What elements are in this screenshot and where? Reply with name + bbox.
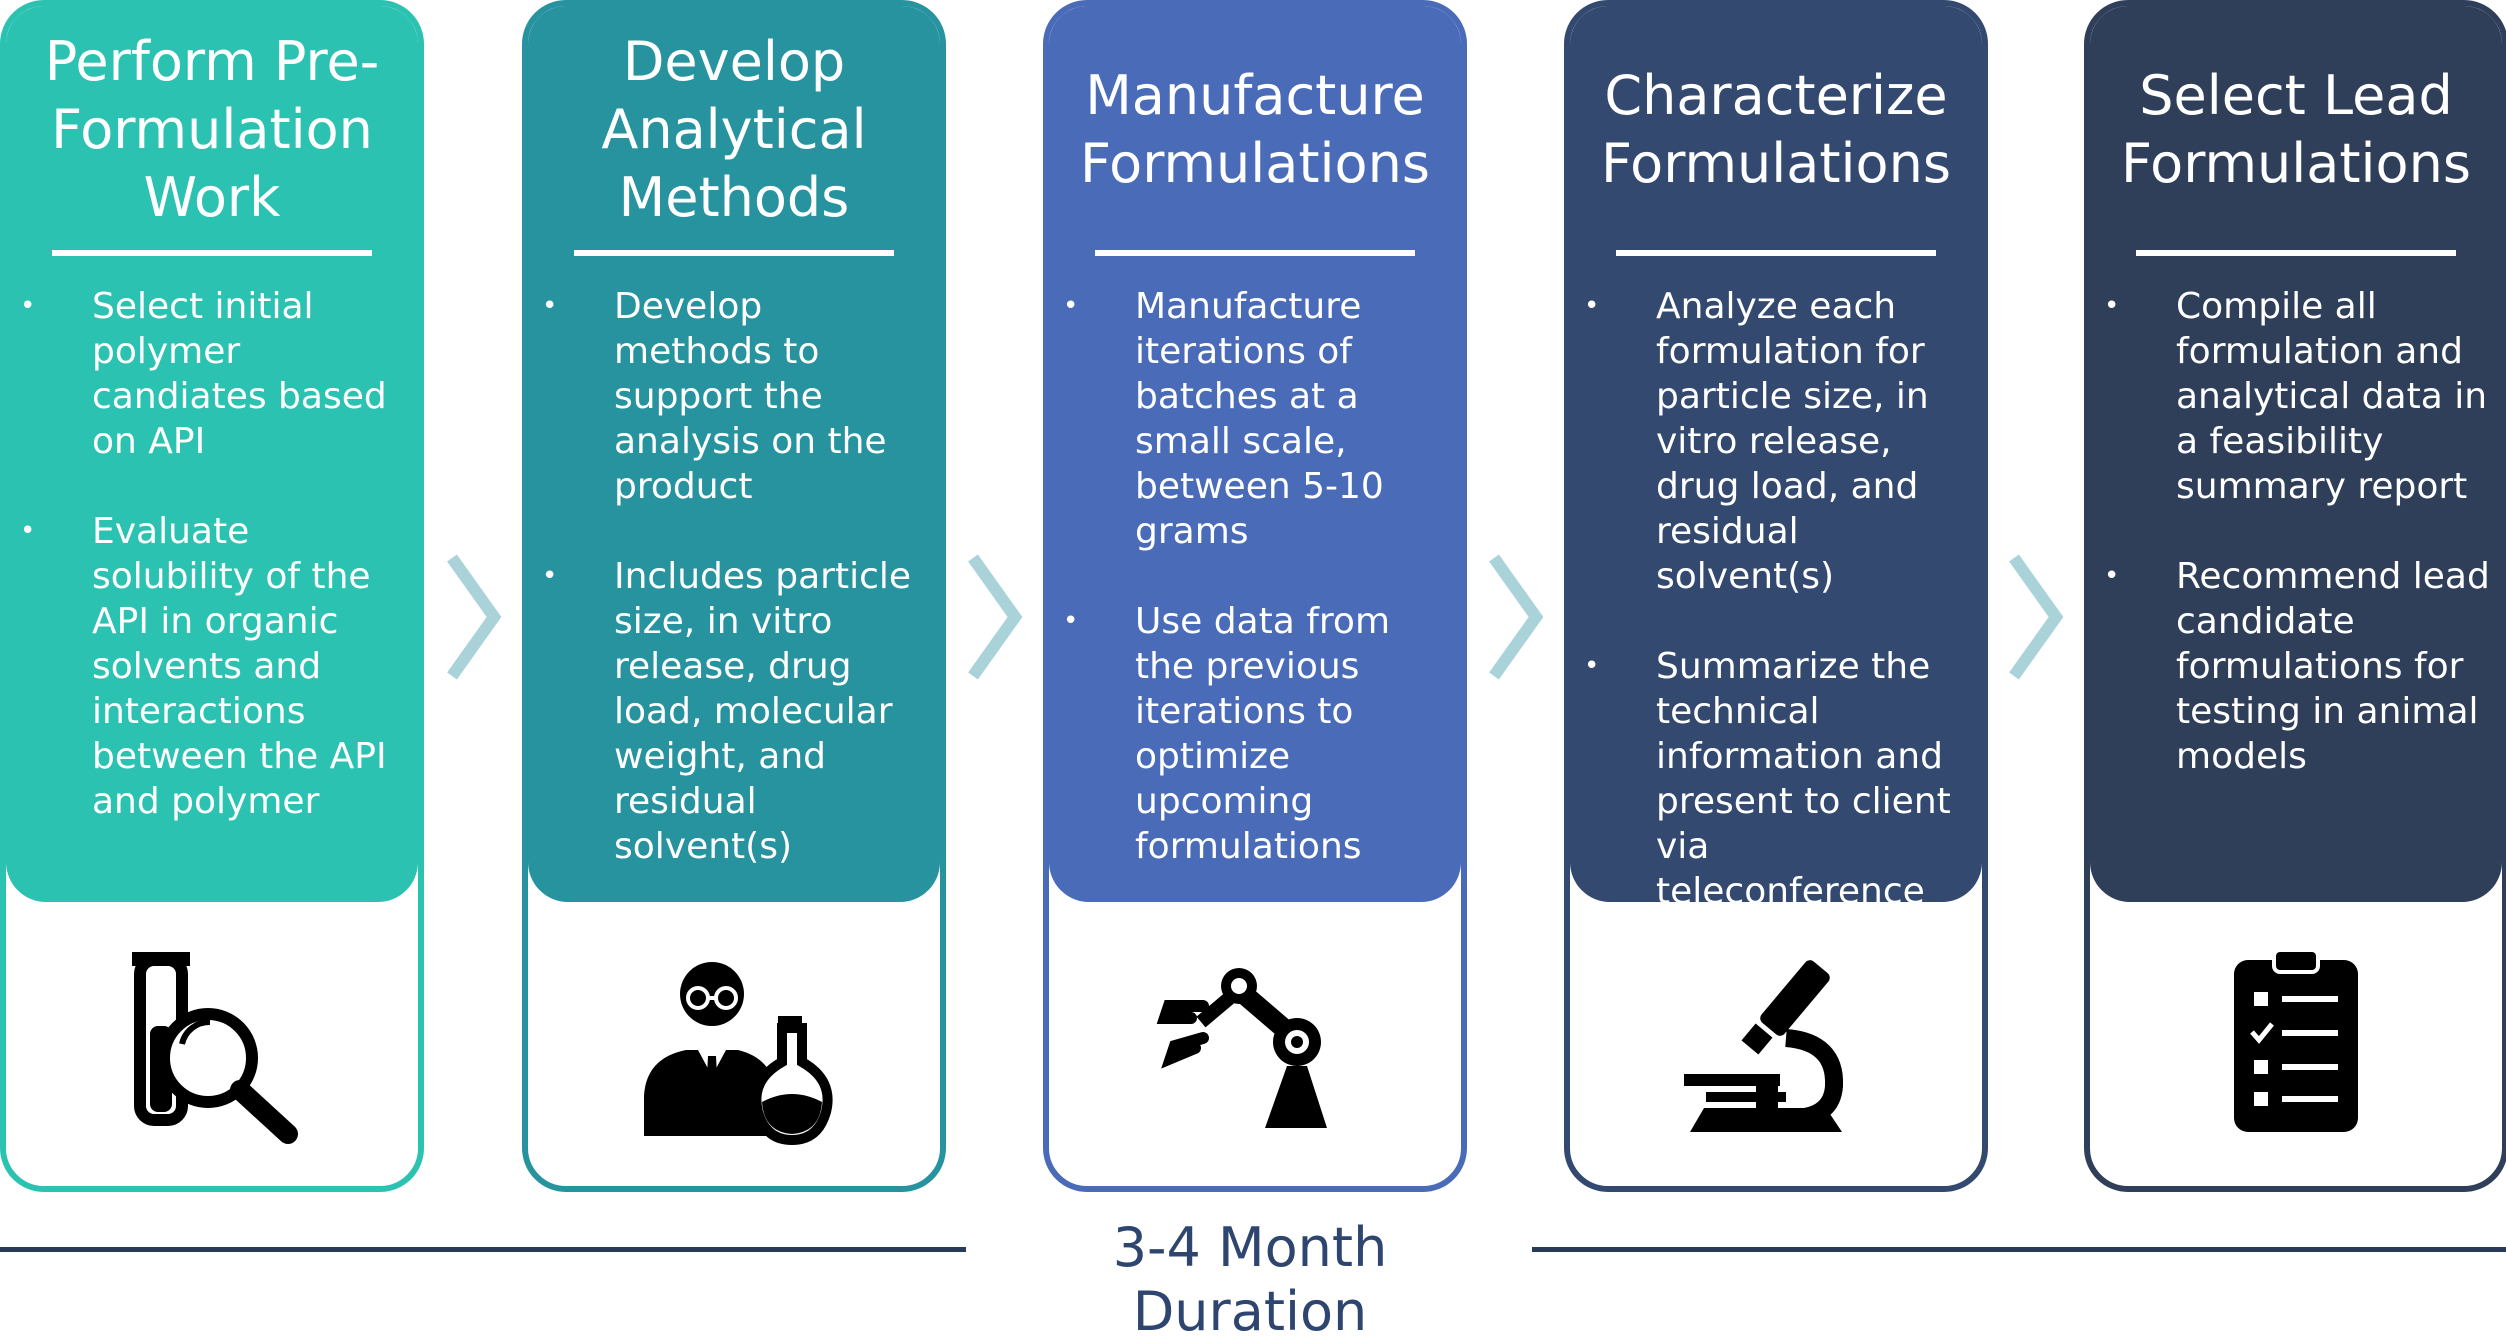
stage-manufacture: Manufacture Formulations Manufacture ite… [1043, 0, 1467, 1192]
stage-header: Perform Pre-Formulation Work Select init… [6, 6, 418, 902]
chevron-right-icon [2009, 554, 2064, 680]
stage-characterize: Characterize Formulations Analyze each f… [1564, 0, 1988, 1192]
duration-label: 3-4 Month Duration [1112, 1216, 1388, 1343]
stage-header: Characterize Formulations Analyze each f… [1570, 6, 1982, 912]
stage-analytical-methods: Develop Analytical Methods Develop metho… [522, 0, 946, 1192]
test-tube-magnifier-icon [6, 946, 418, 1146]
stage-title: Perform Pre-Formulation Work [44, 30, 380, 229]
stage-header: Manufacture Formulations Manufacture ite… [1049, 6, 1461, 902]
stage-title: Develop Analytical Methods [601, 30, 867, 229]
stage-header: Develop Analytical Methods Develop metho… [528, 6, 940, 902]
stage-title: Manufacture Formulations [1080, 64, 1430, 195]
bullet-list: Analyze each formulation for particle si… [1570, 284, 1982, 959]
bullet-list: Manufacture iterations of batches at a s… [1049, 284, 1461, 914]
scientist-flask-icon [528, 946, 940, 1146]
bullet-list: Develop methods to support the analysis … [528, 284, 940, 914]
bullet-item: Develop methods to support the analysis … [528, 284, 928, 509]
bullet-item: Analyze each formulation for particle si… [1570, 284, 1970, 599]
robotic-arm-icon [1049, 946, 1461, 1146]
bullet-item: Compile all formulation and analytical d… [2090, 284, 2490, 509]
chevron-right-icon [968, 554, 1023, 680]
title-divider [52, 250, 372, 256]
bullet-list: Compile all formulation and analytical d… [2090, 284, 2502, 824]
chevron-right-icon [447, 554, 502, 680]
stage-title: Select Lead Formulations [2121, 64, 2471, 195]
stage-select-lead: Select Lead Formulations Compile all for… [2084, 0, 2506, 1192]
timeline-line-left [0, 1247, 966, 1252]
bullet-item: Use data from the previous iterations to… [1049, 599, 1449, 869]
stage-pre-formulation: Perform Pre-Formulation Work Select init… [0, 0, 424, 1192]
microscope-icon [1570, 946, 1982, 1146]
bullet-item: Recommend lead candidate formulations fo… [2090, 554, 2490, 779]
timeline-line-right [1532, 1247, 2506, 1252]
chevron-right-icon [1489, 554, 1544, 680]
stage-title: Characterize Formulations [1601, 64, 1951, 195]
title-divider [1616, 250, 1936, 256]
bullet-list: Select initial polymer candiates based o… [6, 284, 418, 869]
title-divider [1095, 250, 1415, 256]
title-divider [574, 250, 894, 256]
clipboard-checklist-icon [2090, 946, 2502, 1146]
bullet-item: Evaluate solubility of the API in organi… [6, 509, 406, 824]
title-divider [2136, 250, 2456, 256]
bullet-item: Manufacture iterations of batches at a s… [1049, 284, 1449, 554]
bullet-item: Select initial polymer candiates based o… [6, 284, 406, 464]
bullet-item: Summarize the technical information and … [1570, 644, 1970, 914]
bullet-item: Includes particle size, in vitro release… [528, 554, 928, 869]
stage-header: Select Lead Formulations Compile all for… [2090, 6, 2502, 902]
